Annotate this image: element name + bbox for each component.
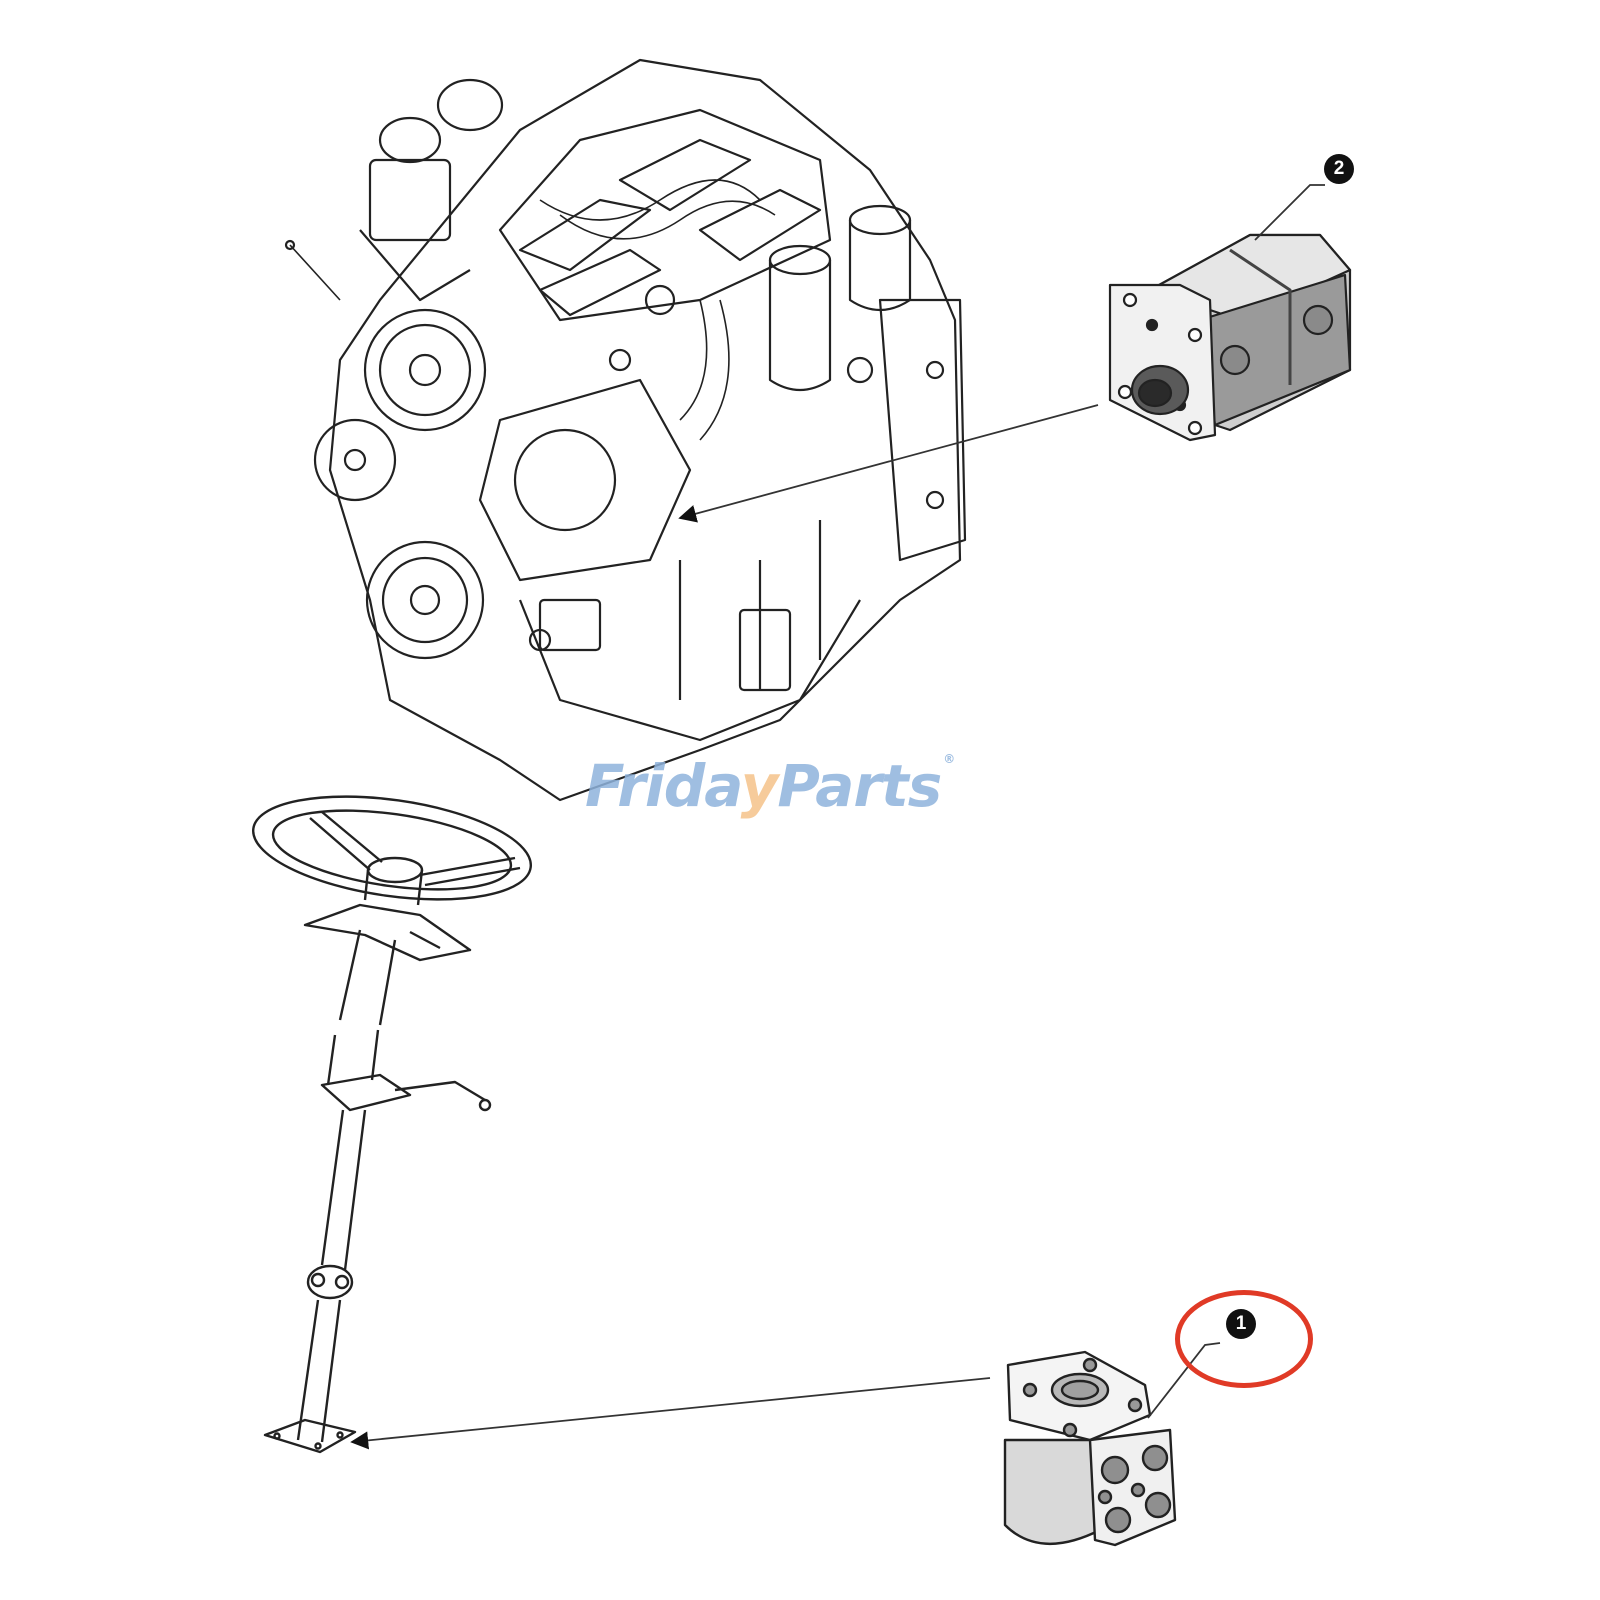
- registered-mark: ®: [943, 752, 955, 766]
- callout-1-number: 1: [1235, 1313, 1247, 1334]
- steering-column-illustration: [252, 795, 532, 1454]
- callout-2-leader: [1254, 184, 1325, 241]
- fridayparts-watermark: FridayParts®: [585, 752, 955, 820]
- steering-unit-illustration: [1003, 1350, 1177, 1547]
- hydraulic-pump-illustration: [1108, 233, 1352, 442]
- callout-1-highlight-ring: [1175, 1290, 1313, 1388]
- steering-unit-leader-line: [350, 1377, 991, 1450]
- pump-leader-line: [678, 404, 1099, 523]
- watermark-check-glyph: y: [740, 752, 779, 820]
- callout-badge-1: 1: [1226, 1309, 1256, 1339]
- callout-badge-2: 2: [1324, 154, 1354, 184]
- watermark-part2: Parts: [777, 752, 942, 820]
- engine-illustration: [284, 58, 967, 802]
- watermark-part1: Frida: [585, 752, 742, 820]
- callout-2-number: 2: [1333, 158, 1345, 179]
